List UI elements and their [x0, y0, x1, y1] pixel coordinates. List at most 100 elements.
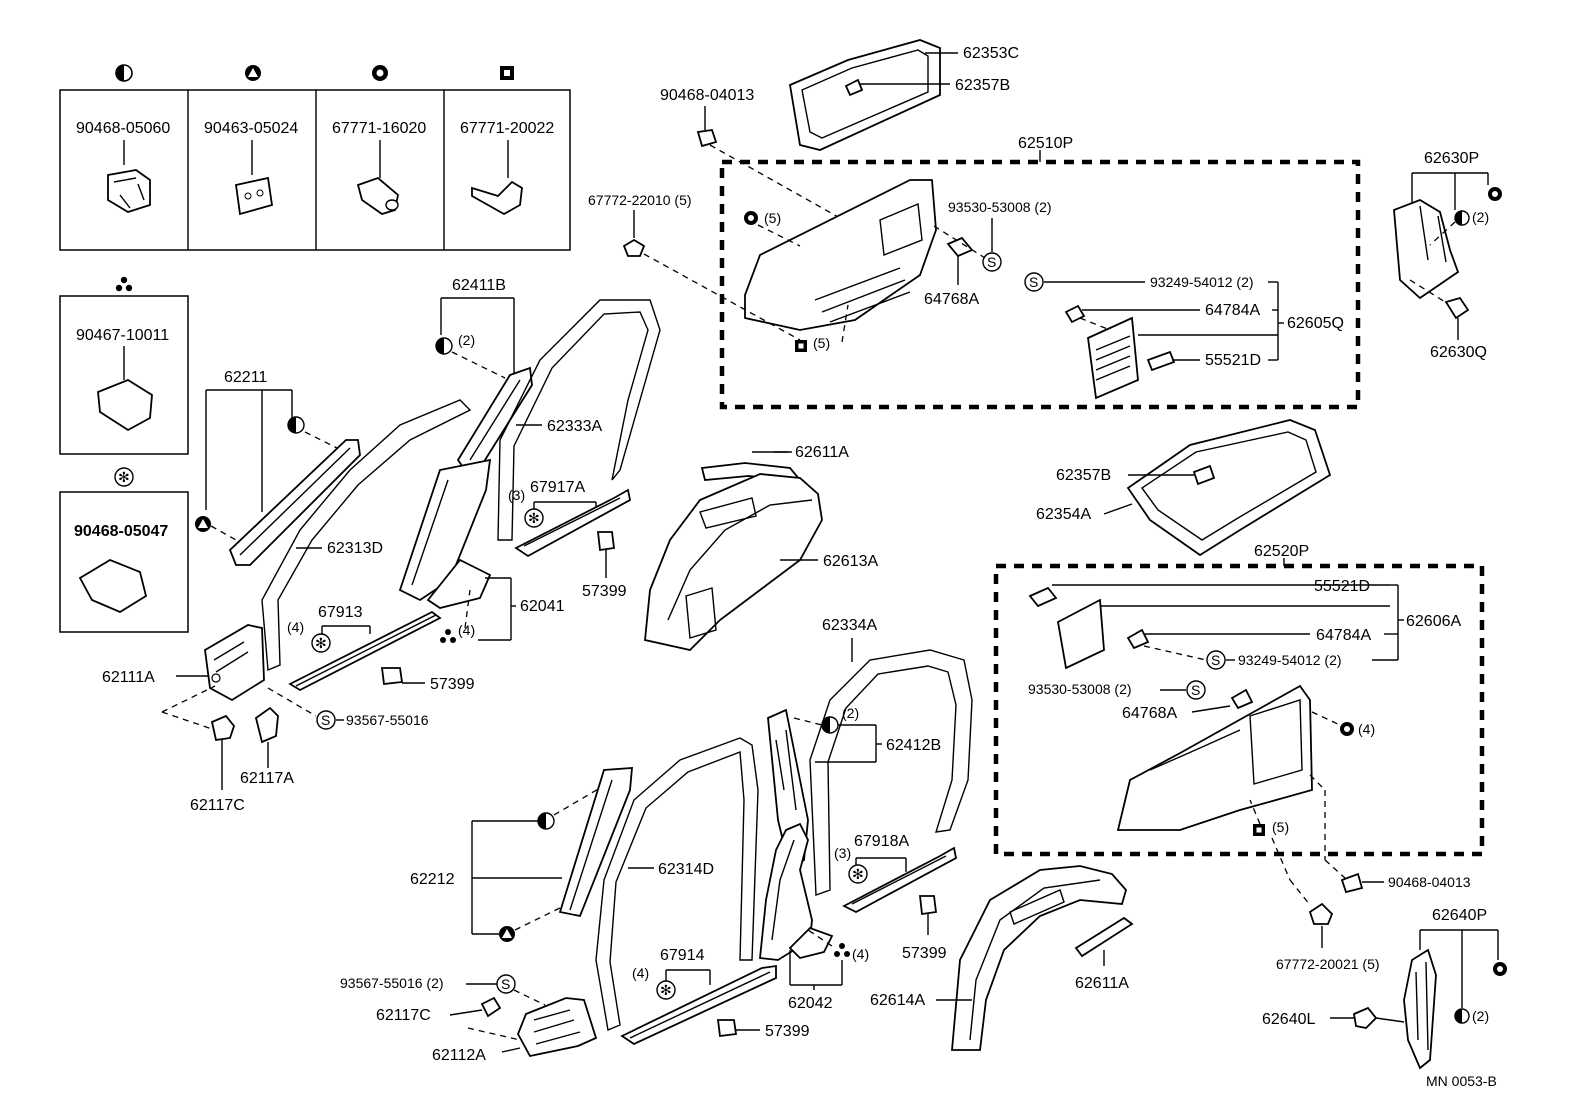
part-label-62357B: 62357B — [1056, 467, 1111, 484]
half-circle-icon — [821, 716, 839, 734]
part-label-62606A: 62606A — [1406, 613, 1461, 630]
part-label-62111A: 62111A — [102, 669, 155, 686]
part-label-62630Q: 62630Q — [1430, 344, 1487, 361]
clip-drawing — [356, 140, 399, 215]
three-dot-icon — [440, 629, 456, 643]
part-label-62334A: 62334A — [822, 617, 877, 634]
square-icon — [1253, 824, 1265, 836]
part-label-62333A: 62333A — [547, 418, 602, 435]
weatherstrip-62334A: 62334A — [809, 617, 973, 896]
ring-icon — [744, 211, 758, 225]
legend-part-number: 67771-16020 — [332, 120, 426, 137]
part-label-62313D: 62313D — [327, 540, 383, 557]
part-label-57399: 57399 — [765, 1023, 810, 1040]
part-label-64768A: 64768A — [924, 291, 979, 308]
s-glyph: S — [987, 254, 996, 270]
asterisk-glyph: ✻ — [660, 982, 672, 998]
s-screw-icon: S — [1024, 272, 1044, 292]
part-label-62611A: 62611A — [1075, 975, 1129, 992]
part-label-62630P: 62630P — [1424, 150, 1479, 167]
part-label-57399: 57399 — [902, 945, 947, 962]
part-label-62354A: 62354A — [1036, 506, 1091, 523]
part-label-64768A: 64768A — [1122, 705, 1177, 722]
ring-icon — [1340, 722, 1354, 736]
quantity: (4) — [632, 965, 649, 981]
quantity: (3) — [834, 845, 851, 861]
part-label-93567-55016: 93567-55016 — [346, 712, 429, 728]
pillar-62211: 62211 — [195, 369, 361, 566]
half-circle-icon — [1454, 210, 1470, 226]
quantity: (2) — [1472, 1008, 1489, 1024]
pillar-62411B: 62411B (2) — [435, 277, 533, 471]
part-label-57399: 57399 — [430, 676, 475, 693]
ring-icon — [1488, 187, 1502, 201]
quantity: (4) — [1358, 721, 1375, 737]
triangle-icon — [195, 516, 211, 532]
legend-part-number: 67771-20022 — [460, 120, 554, 137]
square-icon — [795, 340, 807, 352]
quantity: (5) — [813, 335, 830, 351]
clip-57399-b: 57399 — [380, 667, 475, 693]
three-dot-icon — [115, 276, 133, 292]
pillar-62212: 62212 — [410, 767, 633, 942]
half-circle-icon — [1454, 1008, 1470, 1024]
quantity: (5) — [764, 210, 781, 226]
part-label-62613A: 62613A — [823, 553, 878, 570]
clip-drawing — [471, 140, 523, 216]
asterisk-glyph: ✻ — [528, 510, 540, 526]
wheelhouse-62614A: 62614A 62611A — [870, 865, 1134, 1051]
quantity: (2) — [458, 332, 475, 348]
legend-part-number: 90468-05047 — [74, 523, 168, 540]
group-62510P: 62510P (5) (5) 64768A 93530-53008 (2) S — [709, 135, 1361, 410]
pillar-62042: (4) 62042 — [759, 822, 869, 1012]
half-circle-icon — [287, 416, 305, 434]
part-label-93249-54012: 93249-54012 (2) — [1238, 652, 1342, 668]
legend-fastener-table: 90468-05060 90463-05024 67771-16020 6777… — [59, 64, 571, 251]
clip-57399-a: 57399 — [582, 531, 627, 600]
part-label-62614A: 62614A — [870, 992, 925, 1009]
group-62520P: 62520P 55521D 64784A S 93249-54012 (2) 6… — [993, 543, 1485, 906]
s-glyph: S — [1211, 652, 1220, 668]
part-label-90468-04013: 90468-04013 — [1388, 874, 1471, 890]
quantity: (5) — [1272, 819, 1289, 835]
asterisk-icon: ✻ — [114, 467, 134, 487]
clip-drawing — [234, 140, 274, 216]
pillar-trim-62640P: 62640P (2) 62640L — [1262, 907, 1507, 1070]
asterisk-glyph: ✻ — [118, 469, 130, 485]
diagram-reference-code: MN 0053-B — [1426, 1073, 1497, 1089]
quantity: (2) — [1472, 209, 1489, 225]
clip-62117C-a: 62117C — [190, 714, 245, 814]
legend-part-number: 90463-05024 — [204, 120, 298, 137]
weatherstrip-62333A: 62333A — [497, 299, 661, 541]
part-label-67772-22010: 67772-22010 (5) — [588, 192, 692, 208]
cowl-trim-62111A: 62111A — [102, 624, 317, 731]
quantity: (4) — [287, 619, 304, 635]
quantity: (4) — [458, 622, 475, 638]
part-label-93530-53008: 93530-53008 (2) — [1028, 681, 1132, 697]
part-label-62042: 62042 — [788, 995, 833, 1012]
weatherstrip-62313D: 62313D — [261, 399, 472, 672]
ring-icon — [372, 65, 388, 81]
part-label-62117C: 62117C — [190, 797, 245, 814]
s-screw-icon: S — [316, 710, 336, 730]
part-label-62041: 62041 — [520, 598, 565, 615]
cowl-trim-62112A: 93567-55016 (2) S 62117C 62112A — [340, 974, 598, 1064]
asterisk-icon: ✻ — [848, 864, 868, 884]
three-dot-icon — [834, 943, 850, 957]
weatherstrip-62354A: 62357B 62354A — [1036, 419, 1332, 557]
part-label-67918A: 67918A — [854, 833, 909, 850]
callout-93567-55016: S 93567-55016 — [316, 710, 429, 730]
part-label-62112A: 62112A — [432, 1047, 486, 1064]
cover-62117A: 62117A — [240, 706, 294, 787]
half-circle-icon — [115, 64, 133, 82]
part-label-93567-55016-2: 93567-55016 (2) — [340, 975, 444, 991]
part-label-93530-53008: 93530-53008 (2) — [948, 199, 1052, 215]
asterisk-glyph: ✻ — [852, 866, 864, 882]
legend-part-number: 90468-05060 — [76, 120, 170, 137]
s-screw-icon: S — [496, 974, 516, 994]
clip-57399-d: 57399 — [716, 1019, 810, 1040]
callout-67772-22010: 67772-22010 (5) — [588, 192, 801, 341]
half-circle-icon — [537, 812, 555, 830]
s-screw-icon: S — [1186, 680, 1206, 700]
